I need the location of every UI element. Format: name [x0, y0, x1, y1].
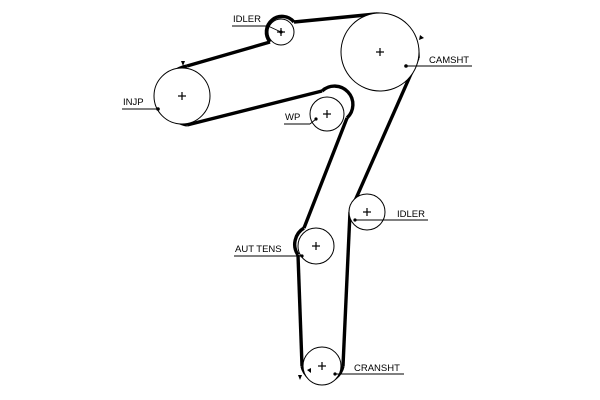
label-idler-top: IDLER — [233, 14, 261, 25]
pulley-crankshaft — [302, 346, 342, 386]
leader-auto-tensioner — [234, 254, 304, 258]
belt-segment-auttens-crank — [296, 254, 304, 367]
pulley-water-pump — [309, 96, 345, 132]
belt-segment-cam-idler-top — [293, 12, 377, 24]
label-idler-right: IDLER — [397, 209, 425, 220]
label-crankshaft: CRANSHT — [354, 363, 400, 374]
belt-segment-injp-wp — [186, 89, 323, 127]
leader-crankshaft — [333, 372, 404, 376]
label-water-pump: WP — [285, 112, 300, 123]
leader-injection-pump — [122, 107, 160, 111]
timing-mark-crank-icon — [298, 375, 302, 380]
label-auto-tensioner: AUT TENS — [235, 244, 282, 255]
pulley-camshaft — [340, 12, 420, 92]
leader-idler-right — [353, 218, 428, 222]
pulley-auto-tensioner — [297, 227, 335, 265]
leader-water-pump — [284, 117, 318, 125]
belt-segment-crank-idler — [341, 211, 352, 367]
belt-segment-idler-injp — [186, 40, 271, 68]
pulley-injection-pump — [153, 67, 211, 125]
timing-mark-injp-icon — [181, 61, 185, 66]
label-injection-pump: INJP — [123, 97, 144, 108]
timing-mark-cam-icon — [419, 35, 424, 40]
belt-wrap-idler-top — [264, 14, 296, 44]
label-camshaft: CAMSHT — [429, 55, 469, 66]
belt-wrap-wp — [320, 84, 355, 120]
belt-wrap-auttens — [293, 226, 305, 256]
leader-idler-top — [232, 25, 283, 34]
leader-camshaft — [404, 64, 472, 68]
pulley-idler-right — [348, 193, 386, 231]
belt-segment-idler-cam — [348, 57, 420, 213]
timing-mark-crank-inner-icon — [307, 368, 311, 373]
belt-segment-wp-auttens — [302, 117, 349, 229]
